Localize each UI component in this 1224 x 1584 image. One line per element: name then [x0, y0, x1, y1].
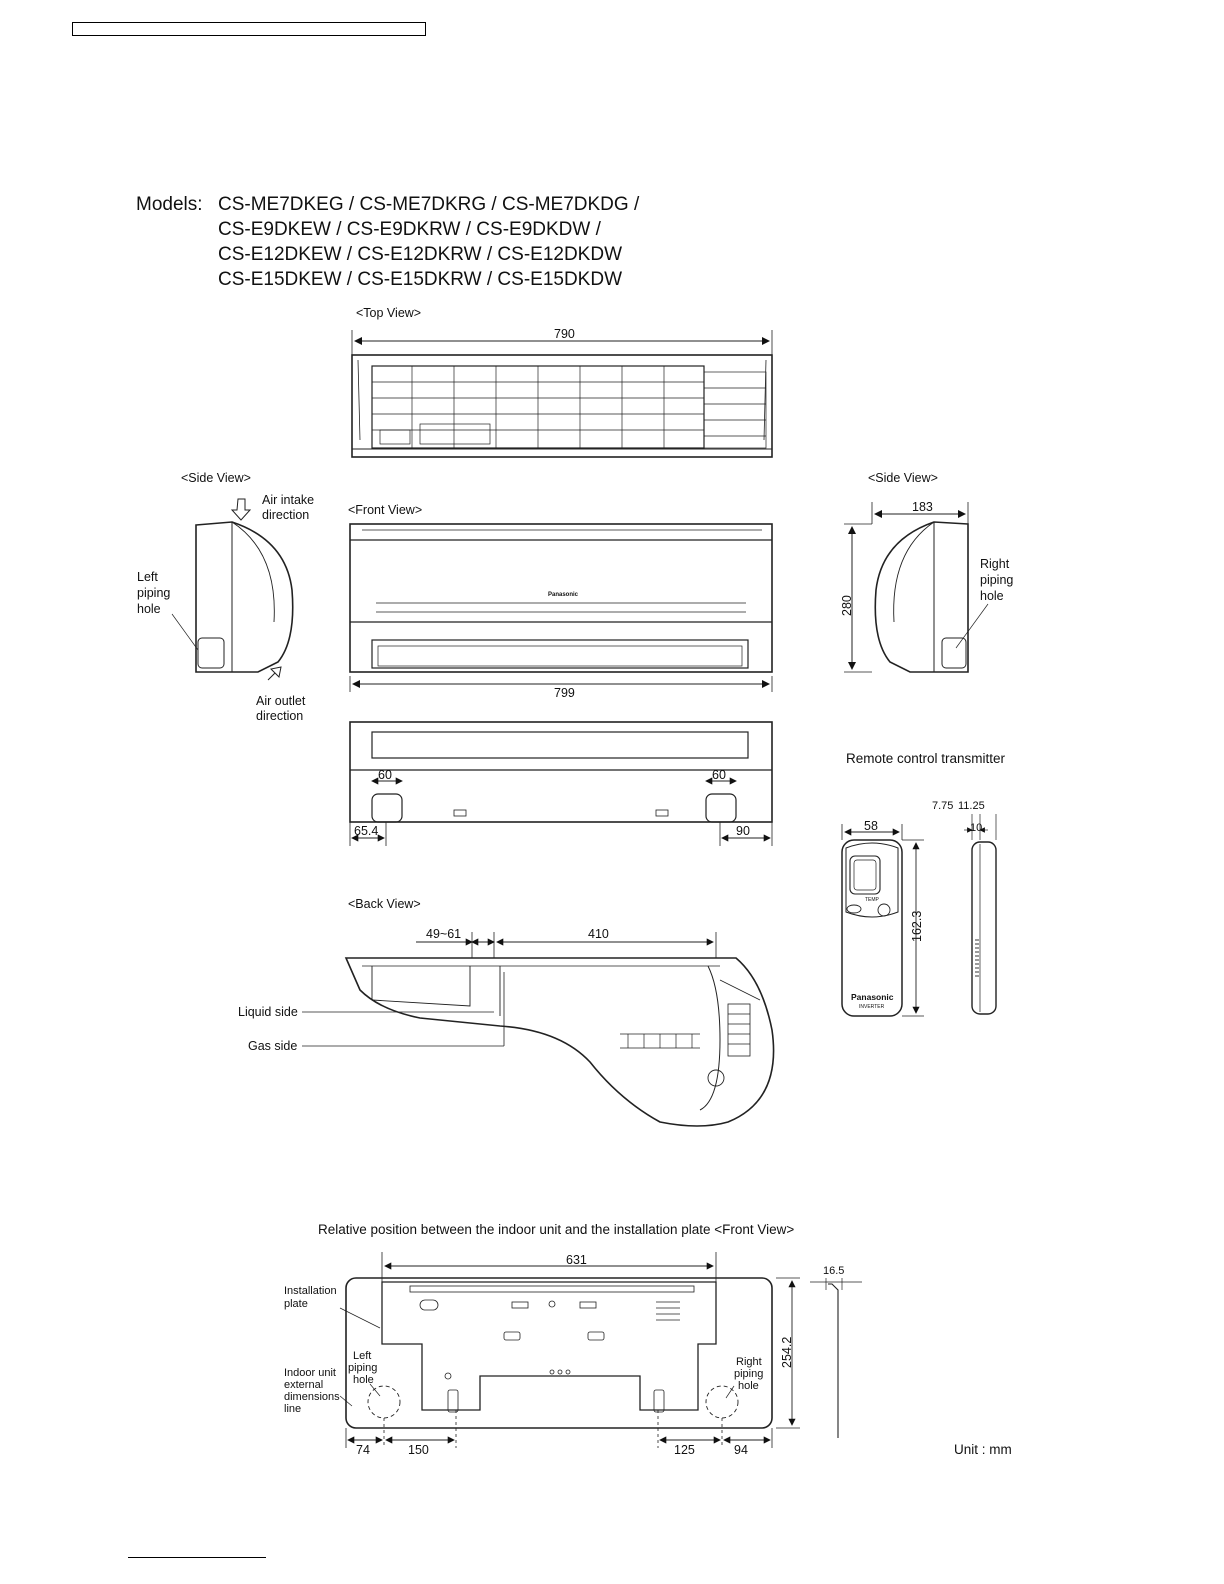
- models-line-1: CS-ME7DKEG / CS-ME7DKRG / CS-ME7DKDG /: [218, 194, 640, 215]
- dim-plate-165: 16.5: [823, 1265, 845, 1277]
- top-view-drawing: [351, 330, 773, 458]
- installation-plate-label-2: plate: [284, 1298, 308, 1310]
- left-piping-label-2: piping: [137, 586, 171, 600]
- plate-right-piping-label-2: piping: [734, 1368, 764, 1380]
- right-piping-label-2: piping: [980, 573, 1014, 587]
- dim-front-width: 799: [554, 686, 575, 700]
- plate-left-piping-label-3: hole: [353, 1374, 374, 1386]
- front-brand-logo: Panasonic: [548, 592, 579, 598]
- right-piping-label-1: Right: [980, 557, 1010, 571]
- plate-right-piping-label-3: hole: [738, 1380, 759, 1392]
- air-outlet-label-2: direction: [256, 709, 304, 723]
- dim-plate-150: 150: [408, 1443, 429, 1457]
- footer-line: [128, 1557, 266, 1558]
- dim-side-height: 280: [840, 595, 854, 616]
- front-view-drawing: [349, 523, 773, 692]
- dim-remote-thick-b: 11.25: [958, 800, 985, 812]
- dim-plate-125: 125: [674, 1443, 695, 1457]
- dim-remote-width: 58: [864, 819, 878, 833]
- dim-plate-2542: 254.2: [780, 1336, 794, 1368]
- side-view-left-title: <Side View>: [181, 471, 251, 485]
- models-line-3: CS-E12DKEW / CS-E12DKRW / CS-E12DKDW: [218, 244, 623, 265]
- front-view-title: <Front View>: [348, 503, 423, 517]
- remote-control-drawing: [841, 814, 997, 1017]
- installation-plate-drawing: [339, 1252, 862, 1448]
- dim-bottom-right-60: 60: [712, 768, 726, 782]
- indoor-ext-label-4: line: [284, 1403, 302, 1415]
- right-piping-label-3: hole: [980, 589, 1004, 603]
- dim-remote-height: 162.3: [910, 910, 924, 942]
- right-side-view-drawing: [844, 502, 989, 673]
- indoor-ext-label-2: external: [284, 1379, 324, 1391]
- side-view-right-title: <Side View>: [868, 471, 938, 485]
- top-view-title: <Top View>: [356, 306, 422, 320]
- gas-side-label: Gas side: [248, 1039, 298, 1053]
- remote-brand-logo: Panasonic: [851, 992, 894, 1002]
- air-intake-label-2: direction: [262, 508, 310, 522]
- indoor-ext-label-3: dimensions: [284, 1391, 340, 1403]
- indoor-ext-label-1: Indoor unit: [284, 1367, 336, 1379]
- models-line-4: CS-E15DKEW / CS-E15DKRW / CS-E15DKDW: [218, 269, 623, 290]
- dim-back-4961: 49~61: [426, 927, 462, 941]
- bottom-view-drawing: [349, 721, 773, 846]
- dim-bottom-left-654: 65.4: [354, 824, 379, 838]
- dim-back-410: 410: [588, 927, 609, 941]
- models-label: Models:: [136, 194, 203, 215]
- header-box: [72, 22, 426, 36]
- dim-side-depth: 183: [912, 500, 933, 514]
- models-line-2: CS-E9DKEW / CS-E9DKRW / CS-E9DKDW /: [218, 219, 601, 240]
- dim-remote-thick-c: 10: [970, 822, 983, 834]
- remote-inverter-label: INVERTER: [859, 1004, 885, 1010]
- dim-bottom-left-60: 60: [378, 768, 392, 782]
- dim-bottom-right-90: 90: [736, 824, 750, 838]
- dim-plate-94: 94: [734, 1443, 748, 1457]
- dim-top-width: 790: [554, 327, 575, 341]
- left-piping-label-3: hole: [137, 602, 161, 616]
- plate-left-piping-label-2: piping: [348, 1362, 378, 1374]
- dim-plate-74: 74: [356, 1443, 370, 1457]
- back-view-title: <Back View>: [348, 897, 421, 911]
- left-piping-label-1: Left: [137, 570, 158, 584]
- plate-right-piping-label-1: Right: [736, 1356, 762, 1368]
- liquid-side-label: Liquid side: [238, 1005, 298, 1019]
- plate-left-piping-label-1: Left: [353, 1350, 372, 1362]
- installation-plate-label-1: Installation: [284, 1285, 337, 1297]
- air-outlet-label-1: Air outlet: [256, 694, 306, 708]
- air-intake-label-1: Air intake: [262, 493, 315, 507]
- back-view-drawing: [302, 932, 775, 1127]
- left-side-view-drawing: [171, 498, 294, 681]
- dim-remote-thick-a: 7.75: [932, 800, 954, 812]
- dim-plate-631: 631: [566, 1253, 587, 1267]
- unit-label: Unit : mm: [954, 1442, 1012, 1457]
- plate-title: Relative position between the indoor uni…: [318, 1222, 795, 1237]
- remote-temp-label: TEMP: [865, 897, 879, 903]
- remote-title: Remote control transmitter: [846, 751, 1006, 766]
